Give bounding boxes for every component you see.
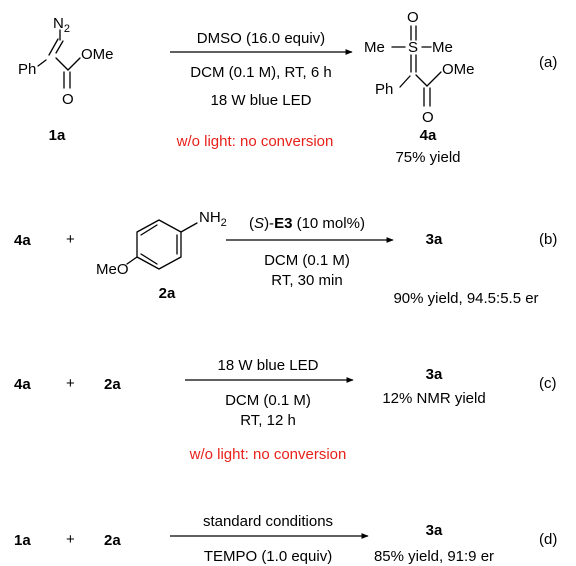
methoxy-label: OMe <box>442 61 475 78</box>
methoxy-label: OMe <box>81 46 114 63</box>
bond <box>415 74 428 87</box>
bond <box>126 256 138 265</box>
compound-label-4a: 4a <box>14 232 31 249</box>
compound-label-2a: 2a <box>104 376 121 393</box>
compound-label-3a: 3a <box>426 231 443 248</box>
conditions-below-c-2: RT, 12 h <box>240 412 296 429</box>
phenyl-label: Ph <box>18 61 36 78</box>
compound-label-2a: 2a <box>104 532 121 549</box>
reaction-b: 4a + NH2 MeO 2a (S)-E3 (10 mol%) DCM (0.… <box>14 209 557 307</box>
conditions-below-d: TEMPO (1.0 equiv) <box>204 548 332 565</box>
yield-a: 75% yield <box>395 149 460 166</box>
bond <box>37 59 47 67</box>
methyl-left-label: Me <box>364 39 385 56</box>
molecule-2a: NH2 MeO <box>96 209 227 278</box>
molecule-1a: N2 Ph OMe O <box>18 15 114 108</box>
result-c: 12% NMR yield <box>382 390 485 407</box>
reaction-a: N2 Ph OMe O 1a DMSO (16.0 equiv) DCM (0.… <box>18 9 557 166</box>
benzene-ring <box>136 219 182 270</box>
reaction-tag-d: (d) <box>539 531 557 548</box>
conditions-above-a: DMSO (16.0 equiv) <box>197 30 325 47</box>
methyl-right-label: Me <box>432 39 453 56</box>
plus-sign: + <box>66 231 75 248</box>
diazo-label: N2 <box>53 15 70 35</box>
compound-label-3a: 3a <box>426 366 443 383</box>
conditions-above-c: 18 W blue LED <box>218 357 319 374</box>
result-d: 85% yield, 91:9 er <box>374 548 494 565</box>
control-note-c: w/o light: no conversion <box>189 446 347 463</box>
reaction-tag-a: (a) <box>539 54 557 71</box>
methoxy-label: MeO <box>96 261 129 278</box>
sulfur-label: S <box>408 39 418 56</box>
bond <box>140 224 158 236</box>
bond <box>399 75 411 88</box>
conditions-below-a-2: 18 W blue LED <box>211 92 312 109</box>
bond <box>55 57 69 71</box>
sulfoxonium-oxygen-label: O <box>407 9 419 26</box>
carbonyl-oxygen-label: O <box>62 91 74 108</box>
conditions-below-b-1: DCM (0.1 M) <box>264 252 350 269</box>
conditions-below-c-1: DCM (0.1 M) <box>225 392 311 409</box>
compound-label-4a: 4a <box>14 376 31 393</box>
bond <box>55 40 64 54</box>
bond <box>48 38 59 56</box>
compound-label-1a: 1a <box>49 127 66 144</box>
plus-sign: + <box>66 531 75 548</box>
bond <box>140 253 158 265</box>
reaction-c: 4a + 2a 18 W blue LED DCM (0.1 M) RT, 12… <box>14 357 557 463</box>
compound-label-3a: 3a <box>426 522 443 539</box>
compound-label-1a: 1a <box>14 532 31 549</box>
conditions-below-a-1: DCM (0.1 M), RT, 6 h <box>190 64 331 81</box>
control-note-a: w/o light: no conversion <box>176 133 334 150</box>
conditions-below-b-2: RT, 30 min <box>271 272 342 289</box>
compound-label-4a: 4a <box>420 127 437 144</box>
molecule-4a: O Me S Me Ph OMe O <box>364 9 475 126</box>
plus-sign: + <box>66 375 75 392</box>
bond <box>67 57 81 71</box>
reaction-tag-c: (c) <box>539 375 557 392</box>
reaction-d: 1a + 2a standard conditions TEMPO (1.0 e… <box>14 513 557 565</box>
conditions-above-d: standard conditions <box>203 513 333 530</box>
compound-label-2a: 2a <box>159 285 176 302</box>
bond <box>426 71 442 87</box>
catalyst-label: (S)-E3 (10 mol%) <box>249 215 365 232</box>
reaction-tag-b: (b) <box>539 231 557 248</box>
bond <box>180 222 198 233</box>
carbonyl-oxygen-label: O <box>422 109 434 126</box>
phenyl-label: Ph <box>375 81 393 98</box>
amine-label: NH2 <box>199 209 227 229</box>
result-b: 90% yield, 94.5:5.5 er <box>393 290 538 307</box>
